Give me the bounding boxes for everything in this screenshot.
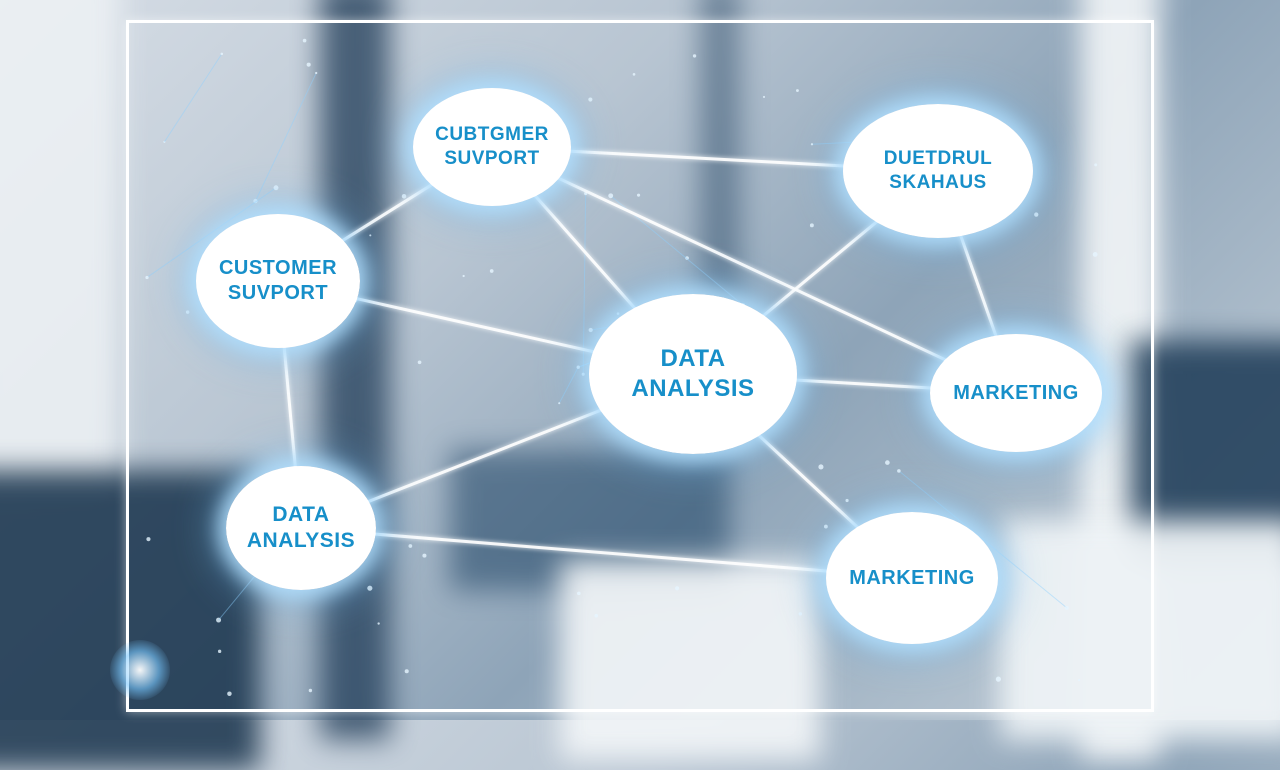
particle-dot <box>818 464 824 470</box>
particle-dot <box>594 613 599 618</box>
particle-dot <box>417 360 422 365</box>
particle-dot <box>576 365 580 369</box>
node-label-line: SUVPORT <box>444 148 540 169</box>
particle-dot <box>163 140 166 144</box>
node-marketing-right[interactable]: MARKETING <box>930 334 1102 452</box>
particle-dot <box>810 143 814 146</box>
particle-dot <box>146 537 151 542</box>
node-label-line: ANALYSIS <box>631 375 755 402</box>
node-label-line: CUBTGMER <box>435 124 549 146</box>
particle-dot <box>1034 212 1039 217</box>
particle-dot <box>798 612 803 616</box>
light-flare <box>110 640 170 700</box>
particle-dot <box>897 469 901 473</box>
particle-dot <box>685 256 689 260</box>
transparent-screen-frame <box>126 20 1154 712</box>
node-data-analysis-left[interactable]: DATA ANALYSIS <box>226 466 376 590</box>
node-label-line: MARKETING <box>849 566 975 589</box>
particle-dot <box>145 275 149 280</box>
particle-dot <box>462 274 465 278</box>
particle-dot <box>581 372 585 376</box>
node-label-line: DATA <box>660 345 726 372</box>
particle-dot <box>636 193 641 197</box>
particle-dot <box>1064 605 1069 610</box>
particle-dot <box>302 38 307 43</box>
particle-dot <box>489 269 494 273</box>
particle-dot <box>422 553 427 558</box>
particle-dot <box>306 62 311 67</box>
particle-dot <box>796 89 799 92</box>
particle-link <box>163 53 223 143</box>
node-label-line: MARKETING <box>953 381 1079 404</box>
background-wall-left <box>0 0 120 490</box>
particle-dot <box>227 691 232 697</box>
node-dustomer-success-top[interactable]: DUETDRUL SKAHAUS <box>843 104 1033 238</box>
particle-dot <box>885 460 890 465</box>
particle-dot <box>408 544 413 548</box>
particle-dot <box>809 223 814 228</box>
particle-dot <box>369 234 372 237</box>
node-label-line: ANALYSIS <box>246 529 356 552</box>
background-pillar <box>320 0 390 740</box>
particle-link <box>146 187 277 278</box>
particle-dot <box>217 649 222 653</box>
particle-dot <box>273 185 279 191</box>
particle-dot <box>824 524 828 529</box>
node-label-line: DUETDRUL <box>883 148 993 170</box>
particle-dot <box>315 71 318 75</box>
node-marketing-bottom[interactable]: MARKETING <box>826 512 998 644</box>
particle-dot <box>995 676 1001 682</box>
particle-dot <box>762 95 766 99</box>
background-light <box>1000 520 1280 740</box>
node-label-line: CUSTOMER <box>218 257 338 279</box>
particle-link <box>558 366 579 404</box>
particle-link <box>255 72 317 202</box>
particle-dot <box>1094 163 1098 167</box>
particle-dot <box>1092 252 1098 257</box>
particle-dot <box>308 688 313 693</box>
particle-dot <box>377 622 380 625</box>
node-label-line: SKAHAUS <box>889 172 987 193</box>
particle-dot <box>404 669 409 674</box>
particle-link <box>582 193 587 375</box>
node-customer-support-top[interactable]: CUBTGMER SUVPORT <box>413 88 571 206</box>
particle-dot <box>1078 679 1081 682</box>
particle-dot <box>588 327 593 333</box>
link-data-analysis-left-to-marketing-bottom <box>300 526 913 580</box>
particle-dot <box>558 402 561 405</box>
particle-dot <box>608 193 614 199</box>
particle-dot <box>220 52 224 56</box>
node-customer-support-left[interactable]: CUSTOMER SUVPORT <box>196 214 360 348</box>
node-label-line: DATA <box>272 502 330 526</box>
particle-dot <box>185 310 190 314</box>
particle-dot <box>632 73 636 76</box>
particle-dot <box>577 591 581 596</box>
particle-dot <box>675 586 680 591</box>
particle-dot <box>692 54 697 58</box>
node-data-analysis-center[interactable]: DATA ANALYSIS <box>589 294 797 454</box>
particle-dot <box>616 312 620 315</box>
particle-dot <box>845 498 849 503</box>
particle-dot <box>367 585 373 591</box>
particle-dot <box>216 617 222 623</box>
node-label-line: SUVPORT <box>227 282 329 304</box>
particle-link <box>898 470 1068 609</box>
link-customer-support-top-to-marketing-right <box>491 145 1017 395</box>
particle-dot <box>253 198 258 204</box>
particle-dot <box>401 193 407 199</box>
particle-dot <box>588 97 593 102</box>
